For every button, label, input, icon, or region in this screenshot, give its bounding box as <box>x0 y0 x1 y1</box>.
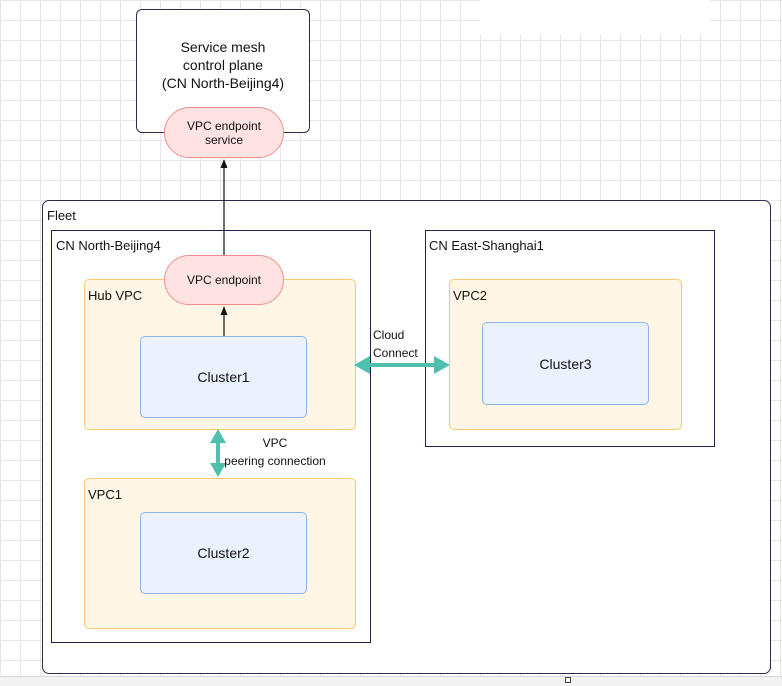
cluster3-label: Cluster3 <box>539 355 592 372</box>
cluster1-to-endpoint-arrowhead <box>220 306 228 315</box>
peering-arrow-down <box>210 463 226 477</box>
cluster2-node[interactable]: Cluster2 <box>140 512 307 594</box>
vpc-endpoint-label: VPC endpoint <box>186 273 262 287</box>
cloud-connect-arrow-left <box>354 356 370 374</box>
cloud-connect-line-1: Cloud <box>373 328 405 342</box>
endpoint-to-service-arrowhead <box>220 159 228 168</box>
control-plane-node[interactable]: Service mesh control plane (CN North-Bei… <box>136 9 310 133</box>
control-plane-title: Service mesh control plane (CN North-Bei… <box>137 38 309 92</box>
endpoint-service-line-2: service <box>204 132 243 147</box>
fleet-label: Fleet <box>47 208 76 223</box>
cluster1-node[interactable]: Cluster1 <box>140 336 307 418</box>
vpc-endpoint-service-node[interactable]: VPC endpoint service <box>164 107 284 158</box>
vpc2-label: VPC2 <box>453 288 487 303</box>
cluster2-label: Cluster2 <box>197 545 250 561</box>
blank-area <box>480 0 710 34</box>
cluster3-node[interactable]: Cluster3 <box>482 322 649 405</box>
cloud-connect-line-2: Connect <box>373 346 418 360</box>
cluster1-label: Cluster1 <box>197 369 250 385</box>
hub-vpc-label: Hub VPC <box>88 288 143 303</box>
region-beijing-label: CN North-Beijing4 <box>56 238 161 253</box>
control-plane-title-line-3: (CN North-Beijing4) <box>161 75 285 91</box>
region-shanghai-label: CN East-Shanghai1 <box>429 238 544 253</box>
resize-handle-icon[interactable] <box>565 677 571 683</box>
control-plane-title-line-2: control plane <box>182 57 264 73</box>
cloud-connect-label: Cloud Connect <box>373 326 418 362</box>
peering-arrow-up <box>210 429 226 443</box>
peering-line-1: VPC <box>262 436 288 450</box>
cloud-connect-arrow-right <box>434 356 450 374</box>
peering-line-2: peering connection <box>224 454 326 468</box>
peering-label: VPC peering connection <box>222 434 328 470</box>
vpc1-label: VPC1 <box>88 487 122 502</box>
canvas-bottom-scrollbar[interactable] <box>0 676 782 686</box>
vpc-endpoint-node[interactable]: VPC endpoint <box>164 255 284 305</box>
endpoint-service-line-1: VPC endpoint <box>186 118 262 133</box>
control-plane-title-line-1: Service mesh <box>180 39 266 55</box>
